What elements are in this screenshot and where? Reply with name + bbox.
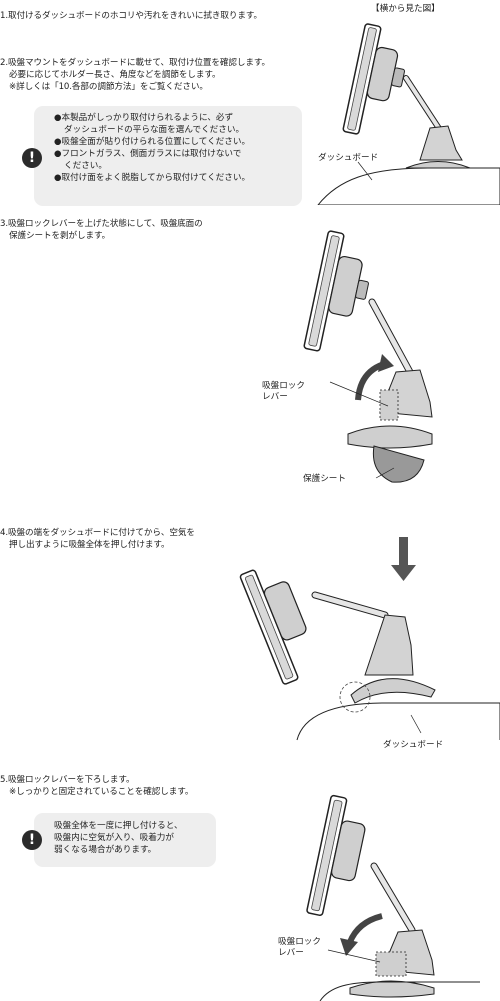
step3-text: 3.吸盤ロックレバーを上げた状態にして、吸盤底面の 保護シートを剥がします。 [0, 218, 203, 242]
step5-warning-line-3: 弱くなる場合があります。 [54, 845, 157, 855]
exclamation-icon-2: ! [22, 830, 42, 850]
step1-text: 1.取付けるダッシュボードのホコリや汚れをきれいに拭き取ります。 [0, 11, 262, 21]
side-view-caption: 【横から見た図】 [371, 4, 440, 14]
step4-text: 4.吸盤の端をダッシュボードに付けてから、空気を 押し出すように吸盤全体を押し付… [0, 527, 195, 551]
step4-mount-illustration [239, 537, 500, 741]
step5-text: 5.吸盤ロックレバーを下ろします。 ※しっかりと固定されていることを確認します。 [0, 774, 193, 798]
step3-line-1: 3.吸盤ロックレバーを上げた状態にして、吸盤底面の [0, 219, 203, 229]
step3-sheet-label: 保護シート [303, 474, 346, 484]
step3-lever-label-line-1: 吸盤ロック [262, 381, 305, 391]
step5-lever-label: 吸盤ロック レバー [278, 937, 321, 959]
step2-warning-line-5: ください。 [64, 161, 107, 171]
exclamation-icon: ! [22, 148, 42, 168]
step2-warning-line-2: ダッシュボードの平らな面を選んでください。 [64, 125, 245, 135]
step5-warning-box: ! 吸盤全体を一度に押し付けると、 吸盤内に空気が入り、吸着力が 弱くなる場合が… [22, 813, 216, 867]
step2-line-2: 必要に応じてホルダー長さ、角度などを調節をします。 [9, 70, 221, 80]
step2-warning-line-4: ●フロントガラス、側面ガラスには取付けないで [54, 149, 242, 159]
step2-line-1: 2.吸盤マウントをダッシュボードに載せて、取付け位置を確認します。 [0, 58, 271, 68]
step2-warning-line-6: ●取付け面をよく脱脂してから取付けてください。 [54, 173, 251, 183]
step3-lever-label-line-2: レバー [262, 392, 288, 402]
step5-lever-label-line-1: 吸盤ロック [278, 937, 321, 947]
step5-mount-illustration [306, 794, 480, 1001]
step3-mount-illustration [303, 230, 433, 483]
step4-dashboard-label: ダッシュボード [383, 740, 444, 750]
step2-text: 2.吸盤マウントをダッシュボードに載せて、取付け位置を確認します。 必要に応じて… [0, 57, 270, 93]
step4-line-2: 押し出すように吸盤全体を押し付けます。 [9, 540, 170, 550]
step5-warning-line-2: 吸盤内に空気が入り、吸着力が [54, 833, 174, 843]
step3-line-2: 保護シートを剥がします。 [9, 231, 111, 241]
step5-lever-label-line-2: レバー [278, 948, 304, 958]
step2-warning-line-3: ●吸盤全面が貼り付けられる位置にしてください。 [54, 137, 251, 147]
step5-line-1: 5.吸盤ロックレバーを下ろします。 [0, 775, 135, 785]
step2-warning-line-1: ●本製品がしっかり取付けられるように、必ず [54, 113, 234, 123]
step3-lever-label: 吸盤ロック レバー [262, 381, 305, 403]
step2-dashboard-label: ダッシュボード [318, 153, 379, 163]
step5-warning-line-1: 吸盤全体を一度に押し付けると、 [54, 821, 183, 831]
step2-warning-box: ! ●本製品がしっかり取付けられるように、必ず ダッシュボードの平らな面を選んで… [22, 106, 302, 206]
step5-line-2: ※しっかりと固定されていることを確認します。 [9, 787, 194, 797]
step2-mount-illustration [317, 23, 500, 205]
step2-line-3: ※詳しくは「10.各部の調節方法」をご覧ください。 [9, 82, 208, 92]
step4-line-1: 4.吸盤の端をダッシュボードに付けてから、空気を [0, 528, 195, 538]
